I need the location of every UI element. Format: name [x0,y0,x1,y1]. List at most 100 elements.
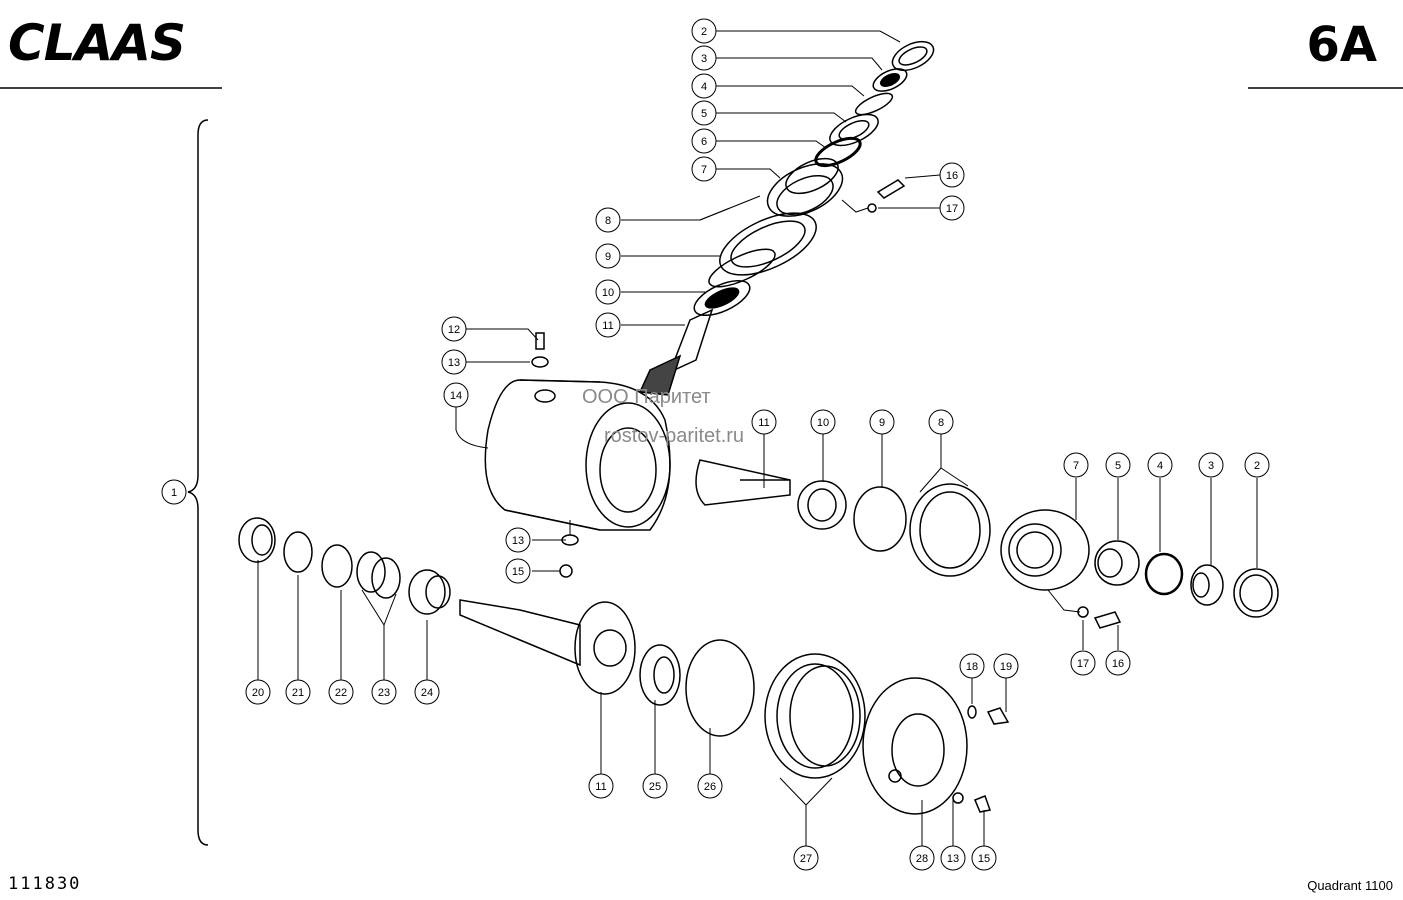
callout-c-25: 25 [642,773,668,799]
svg-text:28: 28 [916,853,928,865]
svg-text:11: 11 [602,320,613,332]
svg-text:11: 11 [595,781,606,793]
part-shim-rings [356,551,401,599]
part-ring-lower-left [321,544,353,588]
callout-c-1: 1 [161,479,187,505]
svg-text:16: 16 [1112,658,1124,670]
svg-text:8: 8 [605,215,611,227]
callout-c-4a: 4 [691,73,717,99]
callout-c-6a: 6 [691,128,717,154]
drawing-number: 111830 [8,874,82,894]
callout-c-23: 23 [371,679,397,705]
callout-c-22: 22 [328,679,354,705]
callout-c-8b: 8 [928,409,954,435]
callout-c-15b: 15 [971,845,997,871]
part-bearing-mid-upper [829,113,879,147]
part-gear-shaft-lower [459,599,636,695]
part-bearing-lower [639,644,681,706]
part-bearing-right [1094,540,1140,586]
svg-text:17: 17 [946,203,958,215]
callout-c-27: 27 [793,845,819,871]
callout-c-19: 19 [993,653,1019,679]
callout-c-10a: 10 [595,279,621,305]
callout-c-5a: 5 [691,100,717,126]
part-gearbox-housing [484,379,671,531]
svg-text:7: 7 [701,164,707,176]
part-bearing-mid [797,480,847,530]
callout-c-9b: 9 [869,409,895,435]
watermark-url: rostov-paritet.ru [604,425,745,447]
part-bearing-small-right [1190,564,1224,606]
part-breather-valve [531,332,549,368]
callout-c-16b: 16 [1105,650,1131,676]
part-bearing-upper [872,68,908,92]
svg-text:17: 17 [1077,658,1089,670]
part-ring-upper [854,92,894,116]
part-cover-lower [862,677,968,815]
callout-c-13c: 13 [940,845,966,871]
part-gasket-mid [909,483,991,577]
part-gasket-lower [764,653,866,779]
svg-text:13: 13 [448,357,460,369]
callout-c-9a: 9 [595,243,621,269]
svg-text:3: 3 [701,53,707,65]
svg-text:12: 12 [448,324,460,336]
svg-text:20: 20 [252,687,264,699]
callout-c-16a: 16 [939,162,965,188]
model-name: Quadrant 1100 [1307,878,1393,893]
callout-c-5b: 5 [1105,452,1131,478]
part-bearing-lower-left [408,569,451,615]
part-flange-housing-mid [1000,509,1090,591]
part-oring-mid [708,248,776,288]
callout-c-17b: 17 [1070,650,1096,676]
svg-text:15: 15 [978,853,990,865]
svg-text:4: 4 [701,81,707,93]
svg-text:23: 23 [378,687,390,699]
part-bolt-washer-right [1077,606,1122,629]
part-circlip-right [1144,552,1184,596]
callout-c-26: 26 [697,773,723,799]
callout-c-2b: 2 [1244,452,1270,478]
svg-text:21: 21 [292,687,304,699]
svg-text:13: 13 [947,853,959,865]
callout-c-4b: 4 [1147,452,1173,478]
page-code: 6A [1306,17,1377,73]
svg-text:9: 9 [879,417,885,429]
svg-text:19: 19 [1000,661,1012,673]
callout-c-8a: 8 [595,207,621,233]
svg-text:9: 9 [605,251,611,263]
callout-c-13b: 13 [505,527,531,553]
part-oring-large [853,486,907,552]
part-circlip-lower-left [283,531,313,573]
svg-text:3: 3 [1208,460,1214,472]
svg-text:24: 24 [421,687,433,699]
callout-c-15a: 15 [505,558,531,584]
svg-text:27: 27 [800,853,812,865]
svg-text:7: 7 [1073,460,1079,472]
part-seal-right [1233,568,1279,618]
svg-text:2: 2 [1254,460,1260,472]
svg-text:4: 4 [1157,460,1163,472]
callout-c-14: 14 [443,382,469,408]
svg-text:11: 11 [758,417,769,429]
callout-c-3a: 3 [691,45,717,71]
part-shapes [238,40,1279,815]
part-oring-upper [814,136,862,168]
part-pinion-shaft-mid [695,459,791,506]
callout-c-28: 28 [909,845,935,871]
callout-c-13a: 13 [441,349,467,375]
part-bearing-cone-upper [693,279,751,317]
callout-c-12: 12 [441,316,467,342]
part-seal-ring-lower [559,534,579,578]
svg-text:13: 13 [512,535,524,547]
leader-lines [257,30,1258,846]
part-bolt-upper [867,179,906,213]
svg-text:10: 10 [817,417,829,429]
callout-c-3b: 3 [1198,452,1224,478]
svg-text:1: 1 [171,487,177,499]
part-gasket-upper [719,212,817,276]
svg-text:16: 16 [946,170,958,182]
callout-c-24: 24 [414,679,440,705]
